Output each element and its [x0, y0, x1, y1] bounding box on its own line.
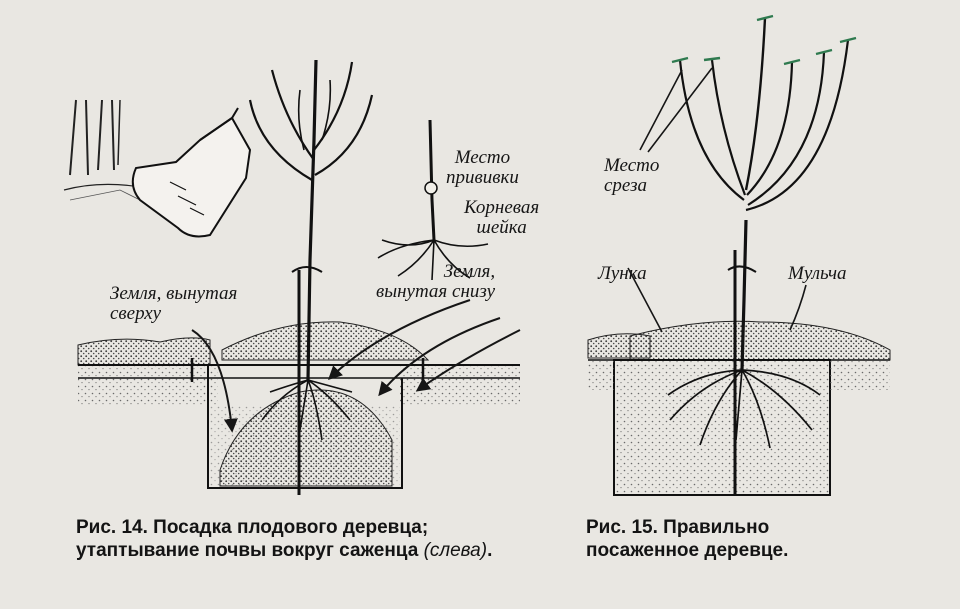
- cut-marks: [671, 14, 857, 66]
- figure-15-caption: Рис. 15. Правильно посаженное деревце.: [586, 516, 886, 562]
- label-soil-top: Земля, вынутая сверху: [110, 283, 238, 324]
- pointer-mulch: [789, 284, 807, 331]
- figure-14-caption-italic: (слева): [423, 540, 488, 561]
- planted-tree: [667, 17, 850, 495]
- figure-15-drawing: [587, 14, 891, 496]
- fig15-pointers: [627, 67, 807, 333]
- pointer-cut-1: [639, 69, 683, 151]
- bare-root-sapling: [377, 119, 489, 281]
- arrow-topsoil-into-pit: [191, 329, 238, 433]
- label-hole: Лунка: [598, 263, 647, 284]
- label-soil-bottom: Земля, вынутая снизу: [376, 261, 496, 302]
- label-root-collar: Корневая шейка: [464, 197, 540, 238]
- mulch-layer: [629, 320, 891, 361]
- figure-15-caption-text: Рис. 15. Правильно посаженное деревце.: [586, 517, 789, 561]
- label-mulch: Мульча: [788, 263, 847, 284]
- arrow-subsoil-to-sides: [378, 317, 501, 397]
- label-graft-place: Место прививки: [446, 147, 519, 188]
- soil-mound-pit: [219, 389, 393, 487]
- figure-14-caption-tail: .: [487, 540, 493, 561]
- fig14-arrows: [191, 299, 521, 433]
- arrow-subsoil-to-mound: [327, 299, 471, 380]
- figure-14-caption-text: Рис. 14. Посадка плодового деревца; утап…: [76, 517, 429, 561]
- figure-14-drawing: [63, 59, 521, 495]
- pointer-hole: [627, 267, 663, 333]
- label-cut-place: Место среза: [604, 155, 660, 196]
- soil-heap-top: [221, 321, 430, 361]
- figure-14-caption: Рис. 14. Посадка плодового деревца; утап…: [76, 516, 544, 562]
- pointer-cut-2: [647, 67, 713, 153]
- planted-sapling: [248, 59, 374, 495]
- boot-drawing: [131, 107, 252, 238]
- planting-pit: [613, 359, 831, 496]
